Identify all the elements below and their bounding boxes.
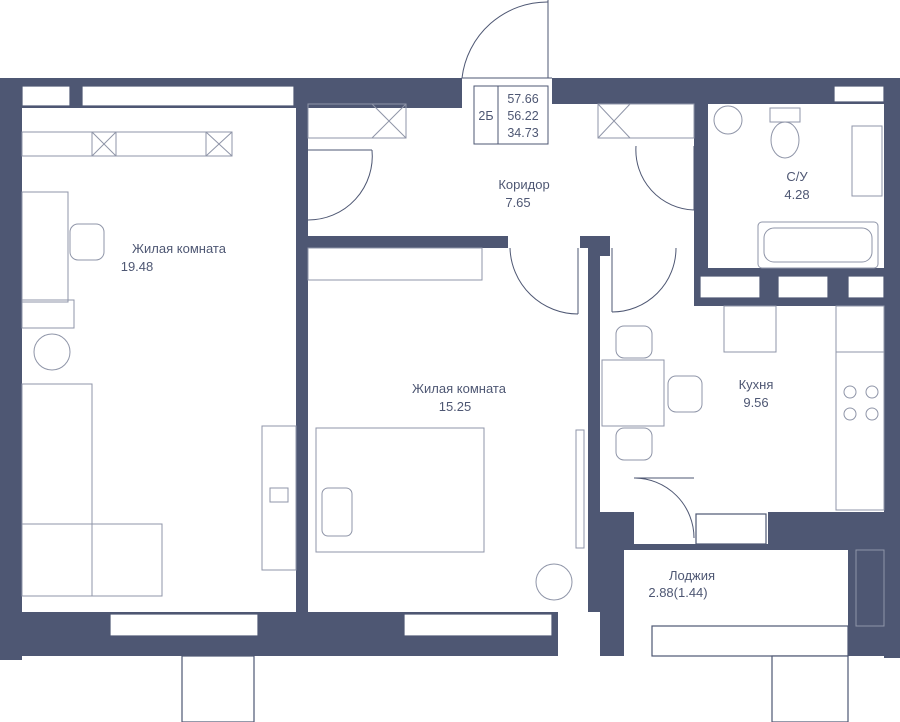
kitchen-name: Кухня bbox=[739, 377, 774, 392]
living-room-2-name: Жилая комната bbox=[412, 381, 507, 396]
doors bbox=[307, 0, 695, 539]
loggia-area: 2.88(1.44) bbox=[648, 585, 707, 600]
apartment-code: 2Б bbox=[478, 109, 493, 123]
walls bbox=[0, 78, 900, 660]
corridor-name: Коридор bbox=[498, 177, 549, 192]
windows bbox=[21, 85, 885, 722]
total-area: 57.66 bbox=[507, 92, 538, 106]
living-area: 34.73 bbox=[507, 126, 538, 140]
loggia-name: Лоджия bbox=[669, 568, 715, 583]
living-room-1-name: Жилая комната bbox=[132, 241, 227, 256]
apartment-info: 2Б 57.66 56.22 34.73 bbox=[473, 85, 549, 145]
corridor-area: 7.65 bbox=[505, 195, 530, 210]
furniture bbox=[21, 103, 885, 627]
usable-area: 56.22 bbox=[507, 109, 538, 123]
bathroom-area: 4.28 bbox=[784, 187, 809, 202]
kitchen-area: 9.56 bbox=[743, 395, 768, 410]
living-room-1-area: 19.48 bbox=[121, 259, 154, 274]
living-room-2-area: 15.25 bbox=[439, 399, 472, 414]
bathroom-name: С/У bbox=[786, 169, 808, 184]
room-labels: Жилая комната 19.48 Коридор 7.65 С/У 4.2… bbox=[121, 169, 810, 600]
